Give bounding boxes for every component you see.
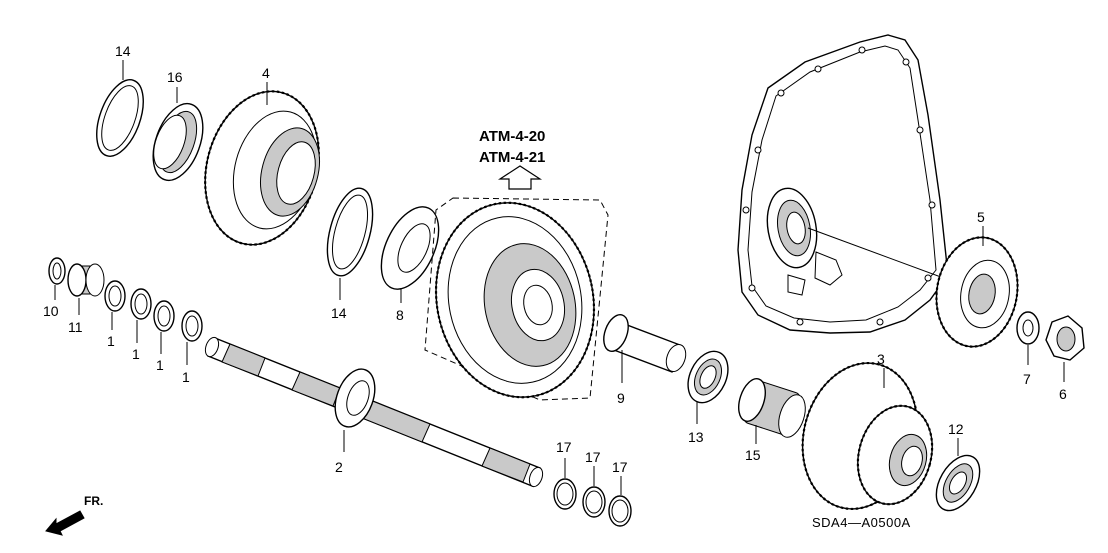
callout-6: 6 (1059, 386, 1067, 402)
part-1-shim-b (130, 288, 152, 320)
callout-15: 15 (745, 447, 761, 463)
callout-14-middle: 14 (331, 305, 347, 321)
part-1-shim-d (181, 310, 203, 342)
part-17-seal-ring-a (553, 478, 577, 510)
callout-17-c: 17 (612, 459, 628, 475)
reference-atm-4-20: ATM-4-20 (479, 128, 545, 145)
callout-10: 10 (43, 303, 59, 319)
callout-1-d: 1 (182, 369, 190, 385)
front-marker-label: FR. (84, 494, 103, 508)
part-13-bearing (687, 350, 729, 404)
reference-atm-4-21: ATM-4-21 (479, 149, 545, 166)
arrow-up-icon (497, 165, 543, 190)
callout-3: 3 (877, 351, 885, 367)
part-17-seal-ring-c (608, 495, 632, 527)
callout-5: 5 (977, 209, 985, 225)
part-3-gear (801, 361, 934, 511)
callout-16: 16 (167, 69, 183, 85)
part-9-sleeve (603, 314, 687, 373)
front-arrow-icon (45, 510, 85, 536)
part-17-seal-ring-b (582, 486, 606, 518)
drawing-code: SDA4—A0500A (812, 515, 911, 530)
part-1-shim-a (104, 280, 126, 312)
part-1-shim-c (153, 300, 175, 332)
part-11-needle-bearing (67, 263, 105, 297)
callout-17-b: 17 (585, 449, 601, 465)
callout-13: 13 (688, 429, 704, 445)
part-6-locknut (1045, 315, 1085, 361)
part-14-ring-middle (326, 187, 374, 277)
part-14-ring-top (96, 79, 144, 157)
callout-17-a: 17 (556, 439, 572, 455)
callout-8: 8 (396, 307, 404, 323)
part-4-gear (204, 90, 320, 246)
clutch-drum-assembly (434, 201, 596, 399)
part-5-gear (935, 236, 1019, 348)
callout-1-a: 1 (107, 333, 115, 349)
part-8-thrust-washer (380, 206, 440, 290)
callout-1-b: 1 (132, 346, 140, 362)
callout-4: 4 (262, 65, 270, 81)
callout-7: 7 (1023, 371, 1031, 387)
part-7-washer (1016, 311, 1040, 345)
part-16-needle-bearing (152, 102, 204, 182)
callout-2: 2 (335, 459, 343, 475)
callout-9: 9 (617, 390, 625, 406)
callout-11: 11 (68, 319, 83, 335)
callout-12: 12 (948, 421, 964, 437)
part-15-needle-bearing (738, 378, 806, 438)
case-gasket-outline (737, 34, 949, 334)
clutch-assembly-outline (424, 197, 609, 401)
part-10-washer (48, 257, 66, 285)
callout-14-top: 14 (115, 43, 131, 59)
part-12-bearing (935, 454, 981, 512)
callout-1-c: 1 (156, 357, 164, 373)
part-2-mainshaft (204, 336, 544, 488)
